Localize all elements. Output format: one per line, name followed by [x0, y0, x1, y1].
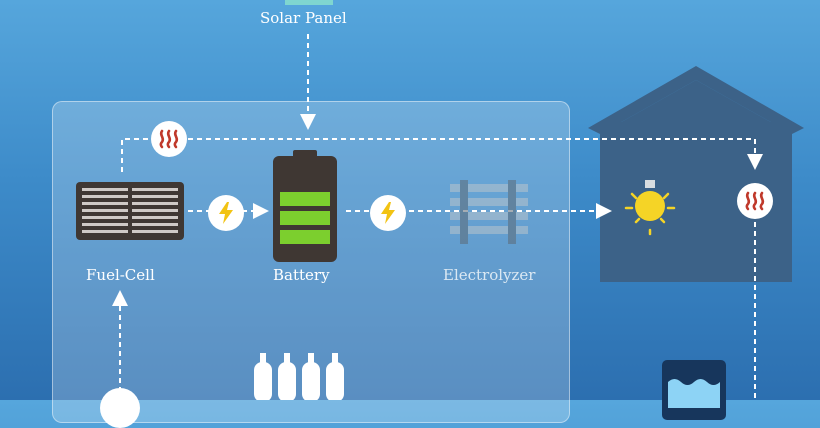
lightning-icon — [370, 195, 406, 231]
water-surface — [668, 379, 720, 390]
hydrogen-tank-icon — [254, 353, 344, 400]
solar-panel-label: Solar Panel — [260, 9, 347, 27]
heat-icon — [737, 183, 773, 219]
lightning-icon — [208, 195, 244, 231]
fuel-cell-icon — [76, 182, 184, 240]
heat-flow-line — [121, 138, 763, 172]
electrolyzer-label: Electrolyzer — [443, 266, 536, 284]
solar-panel-icon — [285, 0, 333, 5]
light-bulb-icon — [624, 180, 676, 236]
heat-icon — [151, 121, 187, 157]
hydrogen-source-icon — [100, 388, 140, 428]
electrolyzer-icon — [450, 180, 528, 244]
battery-label: Battery — [273, 266, 330, 284]
fuel-cell-label: Fuel-Cell — [86, 266, 155, 284]
battery-icon — [273, 150, 337, 262]
water-fill — [668, 388, 720, 408]
